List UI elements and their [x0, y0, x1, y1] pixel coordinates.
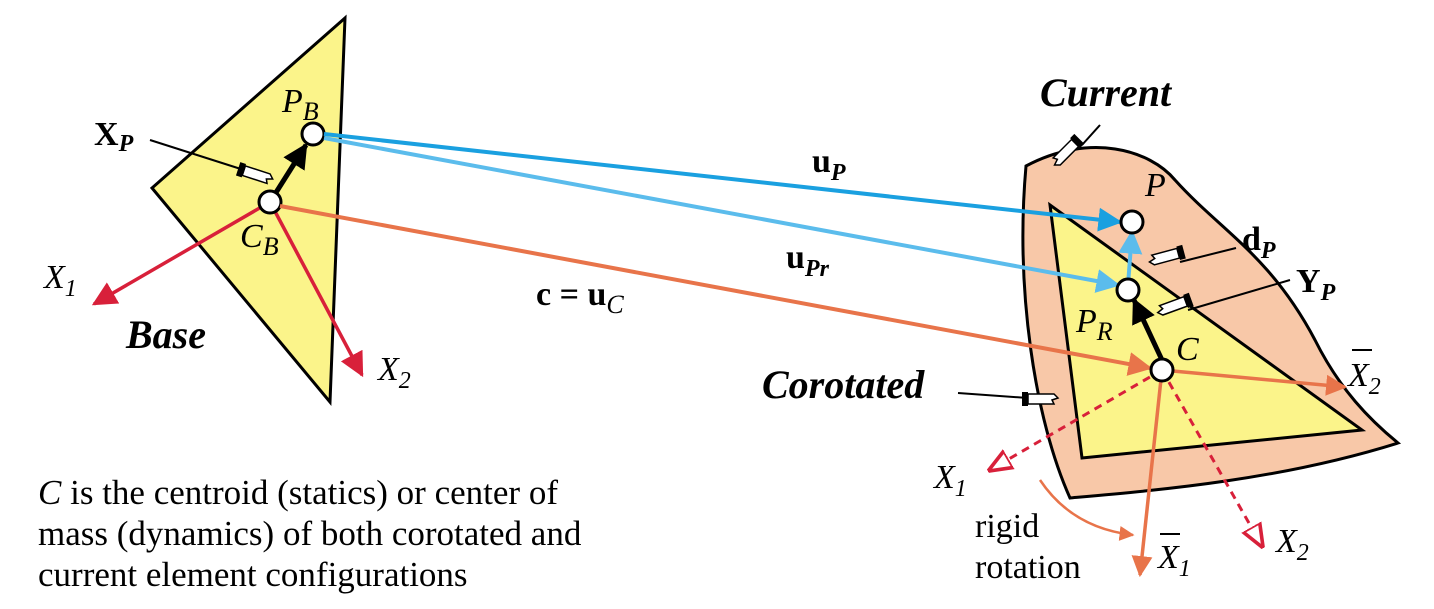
label-dp: dP	[1242, 221, 1276, 264]
vector-upr	[323, 136, 1121, 293]
vector-yp	[1131, 297, 1165, 362]
dp-leader	[1179, 247, 1237, 263]
base-axis-x1	[91, 200, 271, 306]
label-up: uP	[812, 143, 846, 186]
pointer-hand-icon	[235, 162, 274, 185]
note-line-1: C is the centroid (statics) or center of	[38, 473, 558, 512]
pointer-hand-icon	[1051, 133, 1085, 166]
note-line-3: current element configurations	[38, 555, 468, 594]
xp-leader	[149, 139, 245, 171]
label-corot-x2: X2	[1274, 523, 1309, 566]
pointer-hand-icon	[1148, 244, 1186, 266]
label-xbar1: X1	[1156, 539, 1191, 582]
vector-dp	[1118, 229, 1143, 286]
label-yp: YP	[1296, 263, 1336, 306]
current-node-p	[1119, 209, 1145, 235]
corotated-detail: P dP YP PR C Corotated X2 X1 X1 X2 rigid…	[762, 167, 1381, 586]
vector-c	[279, 204, 1153, 376]
displacement-vectors: uP uPr c = uC	[279, 132, 1153, 376]
corotated-node-pr	[1115, 277, 1141, 303]
label-xbar2: X2	[1346, 357, 1381, 400]
label-cb: CB	[240, 218, 279, 261]
base-node-pb	[300, 121, 326, 147]
label-c-equals-uc: c = uC	[536, 276, 624, 319]
current-leader	[1081, 124, 1101, 146]
label-current: Current	[1040, 70, 1173, 115]
label-upr: uPr	[786, 239, 830, 282]
label-base-x2: X2	[376, 351, 411, 394]
note-line-2: mass (dynamics) of both corotated and	[38, 514, 582, 553]
label-base-x1: X1	[42, 259, 77, 302]
base-triangle	[149, 14, 347, 406]
base-axis-x2	[268, 201, 364, 378]
label-rigid: rigid	[975, 508, 1039, 545]
label-corotated: Corotated	[762, 362, 925, 407]
yp-leader	[1187, 279, 1291, 311]
rigid-rotation-arc	[1038, 479, 1135, 541]
dashed-axis-x1	[990, 368, 1163, 470]
label-corot-x1: X1	[932, 459, 967, 502]
corotated-axis-xbar2	[1161, 368, 1348, 396]
label-rotation: rotation	[975, 549, 1081, 586]
base-configuration: XP PB CB X1 X2 Base	[42, 14, 411, 406]
dashed-axis-x2	[1160, 369, 1262, 546]
centroid-node-c	[1149, 357, 1175, 383]
current-configuration: Current	[1021, 70, 1402, 500]
label-pb: PB	[281, 83, 319, 126]
label-c: C	[1176, 331, 1199, 368]
pointer-hand-icon	[1156, 292, 1194, 316]
corotated-leader	[957, 392, 1029, 399]
label-p: P	[1144, 167, 1166, 204]
centroid-note: C is the centroid (statics) or center of…	[38, 473, 582, 594]
vector-up	[323, 132, 1123, 232]
label-xp: XP	[94, 116, 134, 157]
pointer-hand-icon	[1022, 392, 1060, 406]
corotated-axis-xbar1	[1131, 369, 1164, 578]
base-node-cb	[257, 189, 283, 215]
label-base: Base	[125, 312, 206, 357]
label-pr: PR	[1075, 303, 1113, 346]
